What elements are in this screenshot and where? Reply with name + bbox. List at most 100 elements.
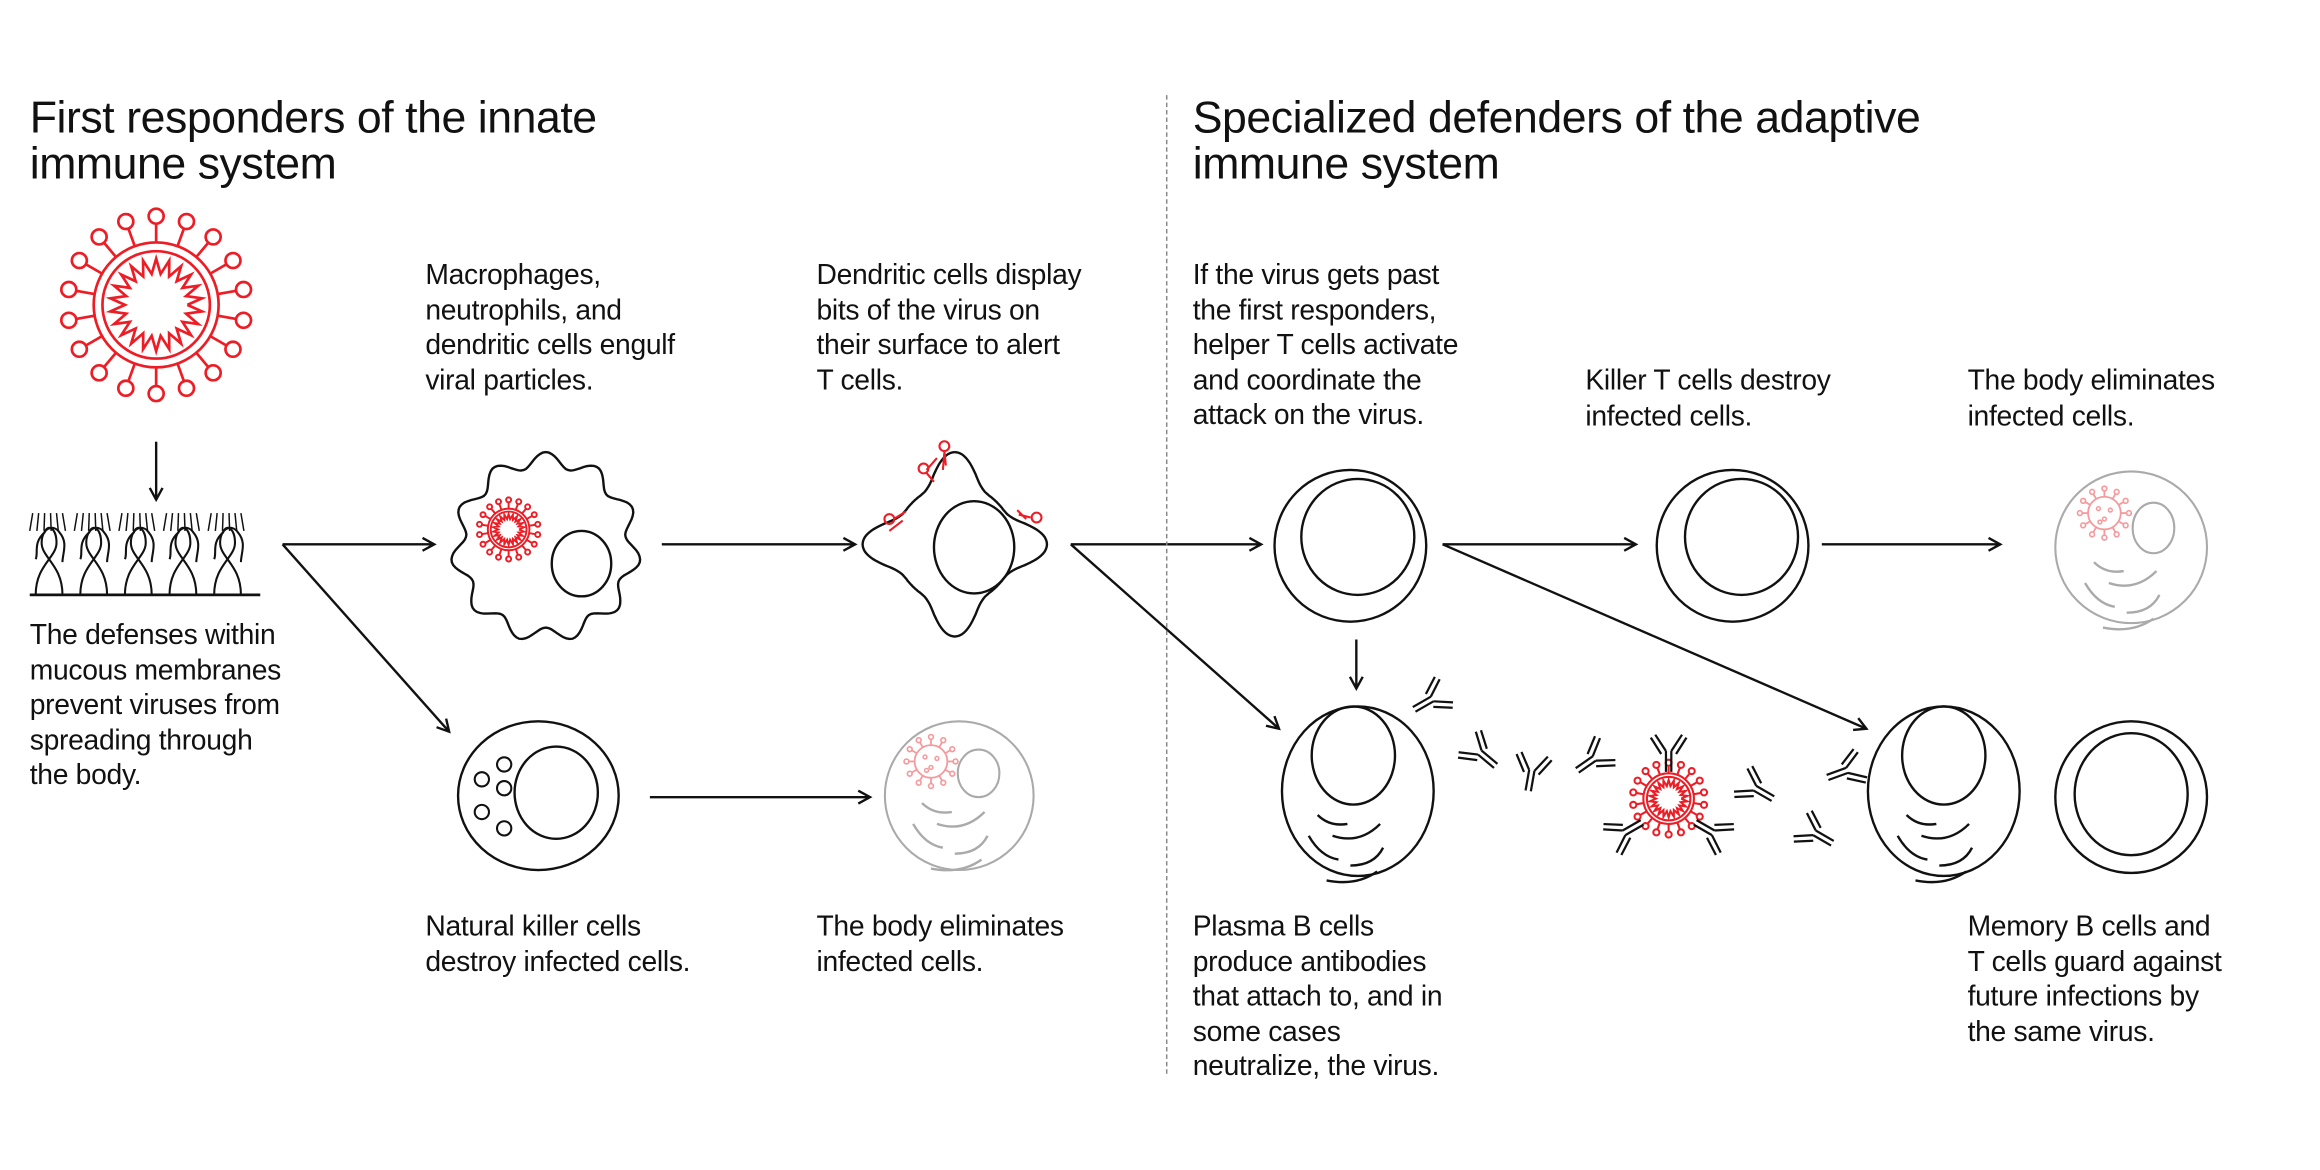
virus-spike-tip	[486, 503, 494, 511]
antibody-chain	[1520, 751, 1531, 771]
arrow-to-helper-t	[1070, 536, 1264, 552]
nk-nucleus	[513, 745, 600, 840]
cytoplasm-arc	[1915, 870, 1967, 884]
arrow-to-eliminated-cell	[649, 789, 873, 805]
antibody-chain	[1810, 810, 1822, 829]
antibody-chain	[1693, 823, 1713, 837]
virus-spike	[2118, 501, 2124, 506]
antibody-chain	[1733, 789, 1754, 793]
arrow-head	[421, 536, 437, 552]
virus-spike-tip	[940, 736, 947, 744]
antibody-icon	[1693, 819, 1735, 856]
cilia	[106, 512, 111, 532]
cytoplasm-arc	[2093, 561, 2124, 573]
dendritic-nucleus	[932, 499, 1016, 595]
caption-line: The body eliminates	[1967, 365, 2216, 398]
nk-granule	[495, 756, 513, 773]
antibody-chain	[1412, 695, 1432, 709]
virus-rna	[1646, 776, 1691, 822]
caption-line: If the virus gets past	[1192, 260, 1440, 292]
virus-spike	[217, 289, 237, 296]
section-divider	[1165, 95, 1168, 1074]
virus-spike-tip	[476, 520, 483, 528]
virus-spike-tip	[2113, 488, 2120, 496]
caption-natural-killer: Natural killer cells destroy infected ce…	[425, 910, 690, 980]
antibody-chain	[1793, 834, 1814, 838]
cilia	[228, 513, 231, 531]
cytoplasm-arc	[1350, 847, 1385, 867]
goblet-cell	[219, 526, 244, 595]
virus-spike	[521, 508, 527, 515]
cilia	[177, 513, 180, 531]
cilia	[234, 513, 238, 532]
arrow-head	[1348, 676, 1364, 692]
virus-spike-tip	[530, 540, 538, 548]
arrow-to-macrophage	[282, 536, 437, 552]
memory-b-cell-nucleus	[1900, 705, 1987, 806]
virus-spike-tip	[1695, 812, 1704, 821]
virus-spike-tip	[59, 280, 78, 299]
cilia	[214, 513, 218, 532]
goblet-cell	[123, 526, 147, 595]
virus-spike	[490, 544, 496, 551]
antibody-chain	[1846, 777, 1867, 784]
caption-line: helper T cells activate	[1192, 330, 1459, 362]
title-line: First responders of the innate	[29, 93, 597, 143]
virus-spike	[521, 544, 527, 551]
cilia	[61, 512, 67, 532]
antibody-icon	[1733, 765, 1775, 802]
virus-spike	[1636, 801, 1644, 806]
cilia	[43, 513, 46, 531]
virus-particle	[2101, 516, 2108, 522]
goblet-cell	[213, 526, 237, 595]
virus-spike-tip	[1652, 828, 1661, 837]
antibody-chain	[1603, 828, 1623, 832]
antigen-tip	[938, 440, 951, 453]
virus-spike	[1656, 822, 1661, 830]
virus-spike-tip	[515, 498, 523, 506]
antibody-icon	[1412, 676, 1454, 713]
antibody-icon	[1575, 735, 1616, 774]
antibody-chain	[1670, 734, 1683, 752]
arrow-head	[842, 536, 858, 552]
caption-line: future infections by	[1967, 981, 2200, 1014]
virus-particle	[928, 764, 934, 771]
virus-spike	[528, 523, 536, 527]
virus-spike	[176, 228, 186, 247]
killer-t-cell-membrane	[1655, 468, 1810, 623]
virus-spike-tip	[1629, 800, 1638, 809]
neutralized-virus-icon	[1629, 758, 1709, 839]
antibody-chain	[1805, 812, 1817, 832]
virus-spike-tip	[927, 733, 935, 741]
antibody-chain	[1529, 770, 1536, 792]
antibody-chain	[1457, 756, 1478, 762]
arrow-head	[1853, 717, 1869, 732]
antibody-chain	[1847, 771, 1868, 779]
virus-spike-tip	[479, 540, 487, 548]
antibody-chain	[1603, 822, 1623, 827]
caption-line: Macrophages,	[425, 260, 601, 292]
arrow-to-adaptive-eliminated	[1821, 536, 2003, 552]
virus-particle	[923, 767, 930, 774]
cilia	[240, 512, 245, 532]
arrow-helper-to-plasma	[1348, 639, 1364, 692]
caption-line: viral particles.	[425, 365, 594, 397]
antibody-chain	[1586, 735, 1597, 755]
caption-plasma-b: Plasma B cells produce antibodies that a…	[1193, 910, 1443, 1085]
cilia	[73, 512, 79, 532]
virus-spike-tip	[495, 553, 502, 561]
virus-spike	[1646, 772, 1654, 780]
cilia	[29, 512, 34, 532]
antibody-chain	[1622, 819, 1642, 832]
memory-t-cell-membrane	[2054, 720, 2209, 875]
mucous-membrane-icon	[29, 512, 261, 597]
caption-line: Killer T cells destroy	[1585, 365, 1831, 398]
virus-spike-tip	[1641, 767, 1650, 776]
antigen-stem	[925, 472, 935, 483]
macrophage-membrane	[450, 450, 642, 641]
antibody-chain	[1433, 705, 1453, 709]
virus-spike-tip	[505, 555, 513, 563]
cytoplasm-arc	[912, 823, 944, 849]
